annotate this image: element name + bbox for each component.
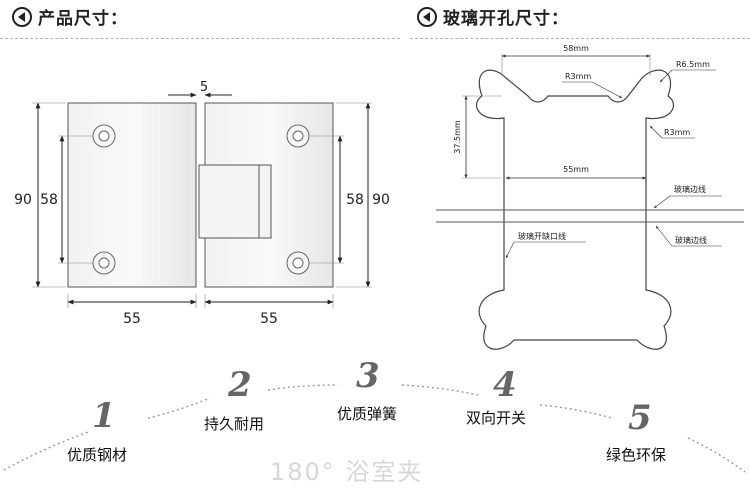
glass-cutout-heading: 玻璃开孔尺寸： <box>417 4 569 29</box>
glass-cutout-title: 玻璃开孔尺寸： <box>443 9 569 29</box>
feature-number-3: 3 <box>356 356 380 396</box>
feature-number-5: 5 <box>628 398 652 438</box>
feature-label-2: 持久耐用 <box>204 415 265 433</box>
left-inner-height: 58 <box>40 192 58 208</box>
feature-dotted-curves <box>3 384 746 473</box>
screw-bottom-right <box>286 251 310 275</box>
notch-line-label: 玻璃开缺口线 <box>518 231 566 241</box>
product-size-title: 产品尺寸： <box>38 9 128 29</box>
inner-width-label: 55mm <box>563 165 589 174</box>
top-width-label: 58mm <box>563 44 589 53</box>
left-width: 55 <box>123 311 141 327</box>
feature-label-1: 优质钢材 <box>67 446 128 464</box>
radius-large-label: R6.5mm <box>676 60 710 69</box>
arrow-left-circle-icon <box>12 6 32 27</box>
feature-label-4: 双向开关 <box>466 409 527 427</box>
cutout-outline <box>476 69 674 350</box>
arrow-left-circle-icon <box>417 6 437 27</box>
radius-small-side-label: R3mm <box>664 128 690 137</box>
screw-top-left <box>92 124 116 148</box>
right-inner-height: 58 <box>346 192 364 208</box>
feature-number-2: 2 <box>228 365 252 405</box>
product-name-watermark: 180° 浴室夹 <box>270 458 424 486</box>
right-outer-height: 90 <box>372 192 390 208</box>
glass-edge-label-1: 玻璃边线 <box>674 184 706 194</box>
hinge-diagram: 5 90 58 58 90 55 55 <box>14 80 390 327</box>
screw-bottom-left <box>92 251 116 275</box>
glass-cutout-diagram: 58mm R6.5mm R3mm R3mm 37.5mm 55mm 玻璃边线 玻… <box>436 44 744 350</box>
gap-dimension: 5 <box>200 80 208 95</box>
feature-number-4: 4 <box>493 365 517 405</box>
screw-top-right <box>286 124 310 148</box>
feature-label-3: 优质弹簧 <box>337 405 398 423</box>
height-label: 37.5mm <box>453 120 462 154</box>
header-divider-left <box>0 38 400 39</box>
radius-small-top-label: R3mm <box>565 72 591 81</box>
feature-number-1: 1 <box>92 396 116 436</box>
feature-label-5: 绿色环保 <box>606 446 667 464</box>
left-outer-height: 90 <box>14 192 32 208</box>
header-divider-right <box>410 38 750 39</box>
right-width: 55 <box>260 311 278 327</box>
left-plate <box>67 102 197 288</box>
glass-edge-label-2: 玻璃边线 <box>675 235 707 245</box>
hinge-knuckle <box>198 164 272 239</box>
product-size-heading: 产品尺寸： <box>12 4 128 29</box>
